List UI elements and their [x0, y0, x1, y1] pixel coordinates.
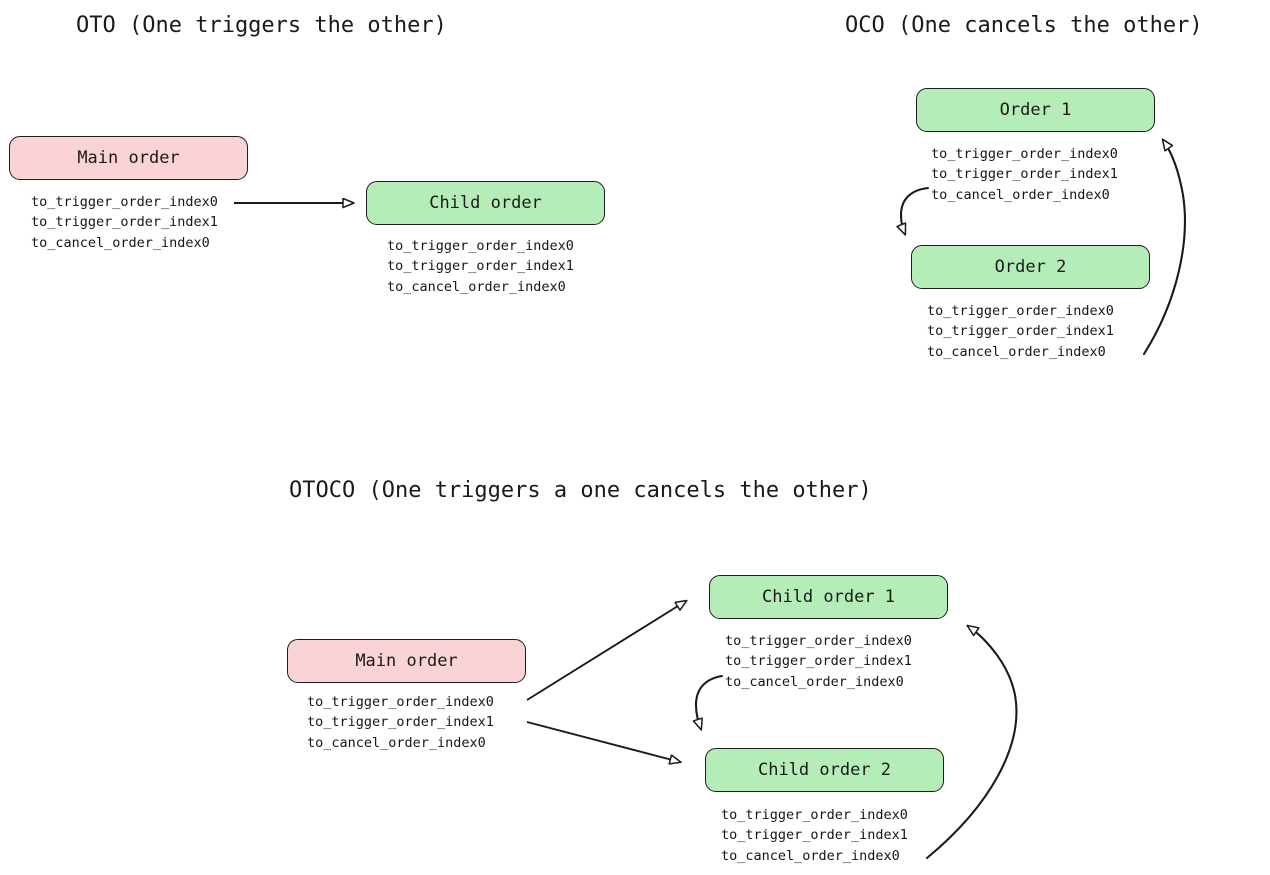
node-oto-child-order[interactable]: Child order	[366, 181, 605, 225]
field-line: to_trigger_order_index1	[721, 827, 908, 844]
fields-oco-order-1: to_trigger_order_index0 to_trigger_order…	[931, 144, 1118, 205]
field-line: to_trigger_order_index0	[31, 194, 218, 210]
node-otoco-child-order-2[interactable]: Child order 2	[705, 748, 944, 792]
fields-oco-order-2: to_trigger_order_index0 to_trigger_order…	[927, 301, 1114, 362]
edge-otoco-main-to-child2	[526, 721, 680, 762]
edge-oco-order2-cancels-order1	[1142, 140, 1186, 356]
field-line: to_trigger_order_index1	[387, 258, 574, 275]
node-otoco-main-order[interactable]: Main order	[287, 639, 526, 683]
field-line: to_cancel_order_index0	[387, 278, 566, 295]
field-line: to_trigger_order_index1	[931, 166, 1118, 183]
fields-otoco-child-order-2: to_trigger_order_index0 to_trigger_order…	[721, 805, 908, 866]
field-line: to_trigger_order_index1	[31, 214, 218, 231]
node-label: Order 1	[999, 100, 1072, 120]
field-line: to_trigger_order_index0	[307, 694, 494, 710]
node-oto-main-order[interactable]: Main order	[9, 136, 248, 180]
field-line: to_cancel_order_index0	[721, 847, 900, 864]
field-line: to_trigger_order_index0	[387, 238, 574, 254]
field-line: to_trigger_order_index1	[725, 653, 912, 670]
node-label: Child order 1	[761, 587, 896, 607]
fields-otoco-child-order-1: to_trigger_order_index0 to_trigger_order…	[725, 631, 912, 692]
edge-otoco-child2-cancels-child1	[925, 626, 1018, 860]
node-label: Child order	[429, 193, 542, 213]
node-label: Child order 2	[757, 760, 892, 780]
field-line: to_trigger_order_index0	[725, 633, 912, 649]
field-line: to_cancel_order_index0	[31, 234, 210, 251]
field-line: to_cancel_order_index0	[725, 673, 904, 690]
node-oco-order-1[interactable]: Order 1	[916, 88, 1155, 132]
edge-otoco-child1-cancels-child2	[696, 674, 724, 729]
field-line: to_trigger_order_index0	[721, 807, 908, 823]
edge-otoco-main-to-child1	[526, 601, 686, 701]
fields-otoco-main-order: to_trigger_order_index0 to_trigger_order…	[307, 692, 494, 753]
edge-oco-order1-cancels-order2	[901, 186, 930, 234]
field-line: to_cancel_order_index0	[931, 186, 1110, 203]
field-line: to_cancel_order_index0	[307, 734, 486, 751]
fields-oto-main-order: to_trigger_order_index0 to_trigger_order…	[31, 192, 218, 253]
node-otoco-child-order-1[interactable]: Child order 1	[709, 575, 948, 619]
field-line: to_trigger_order_index0	[927, 303, 1114, 319]
section-title-otoco: OTOCO (One triggers a one cancels the ot…	[289, 478, 872, 503]
node-label: Main order	[355, 651, 458, 671]
field-line: to_trigger_order_index0	[931, 146, 1118, 162]
field-line: to_cancel_order_index0	[927, 343, 1106, 360]
field-line: to_trigger_order_index1	[927, 323, 1114, 340]
field-line: to_trigger_order_index1	[307, 714, 494, 731]
fields-oto-child-order: to_trigger_order_index0 to_trigger_order…	[387, 236, 574, 297]
node-oco-order-2[interactable]: Order 2	[911, 245, 1150, 289]
node-label: Main order	[77, 148, 180, 168]
section-title-oco: OCO (One cancels the other)	[845, 13, 1203, 38]
node-label: Order 2	[994, 257, 1067, 277]
section-title-oto: OTO (One triggers the other)	[76, 13, 447, 38]
